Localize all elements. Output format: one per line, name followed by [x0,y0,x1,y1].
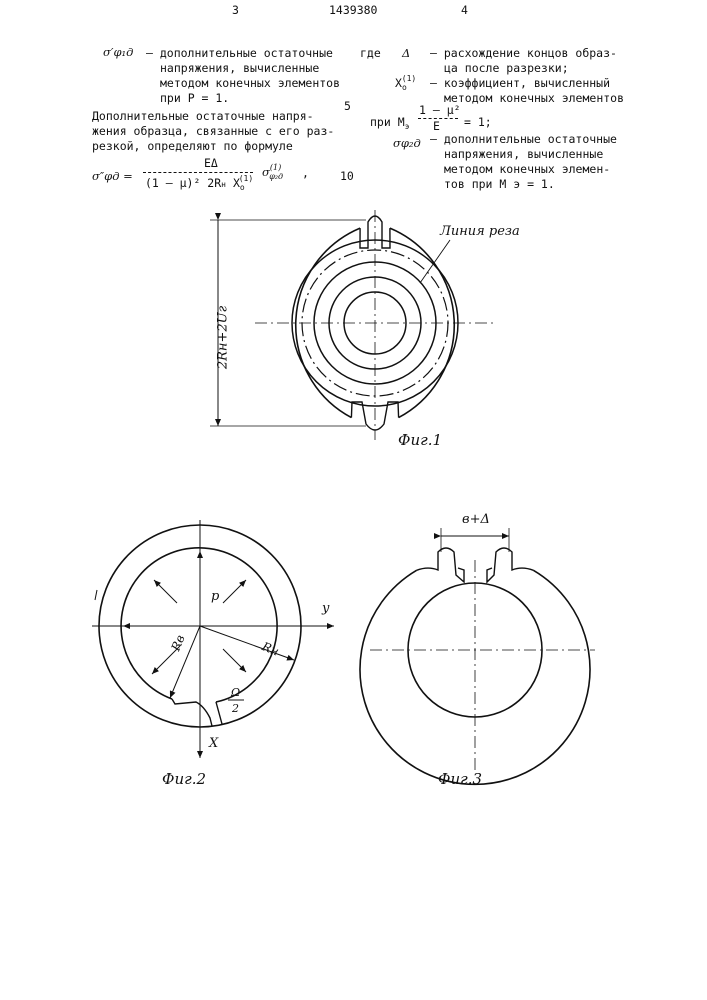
fig2-p-label: p [211,589,219,604]
fig3-drawing [360,528,595,784]
fig2-caption: Фиг.2 [162,770,206,788]
fig1-cut-line-leader [420,240,450,283]
fig1-drawing [210,210,495,440]
fig1-dimension-label: 2Rн+2Uг [216,298,231,378]
fig3-right-lug [487,548,533,582]
fig2-omega-label: Ω [231,686,240,699]
fig1-cut-line-label: Линия реза [440,224,520,239]
fig2-radius-rh [200,626,294,660]
fig3-caption: Фиг.3 [438,770,482,788]
fig2-pressure-arrow-lr [223,649,246,672]
fig3-left-lug [417,548,464,582]
fig2-pressure-arrow-ur [223,580,246,603]
fig1-caption: Фиг.1 [398,431,442,449]
fig3-gap-label: в+Δ [462,512,490,527]
fig2-y-label: y [322,601,329,616]
fig2-drawing [92,520,334,758]
fig2-x-label: X [209,736,218,751]
fig2-two-label: 2 [232,702,239,715]
fig2-inner-circle [121,548,277,702]
fig2-cut-slit [172,699,222,726]
fig2-left-tick [95,590,97,600]
fig2-pressure-arrow-ul [154,580,177,603]
